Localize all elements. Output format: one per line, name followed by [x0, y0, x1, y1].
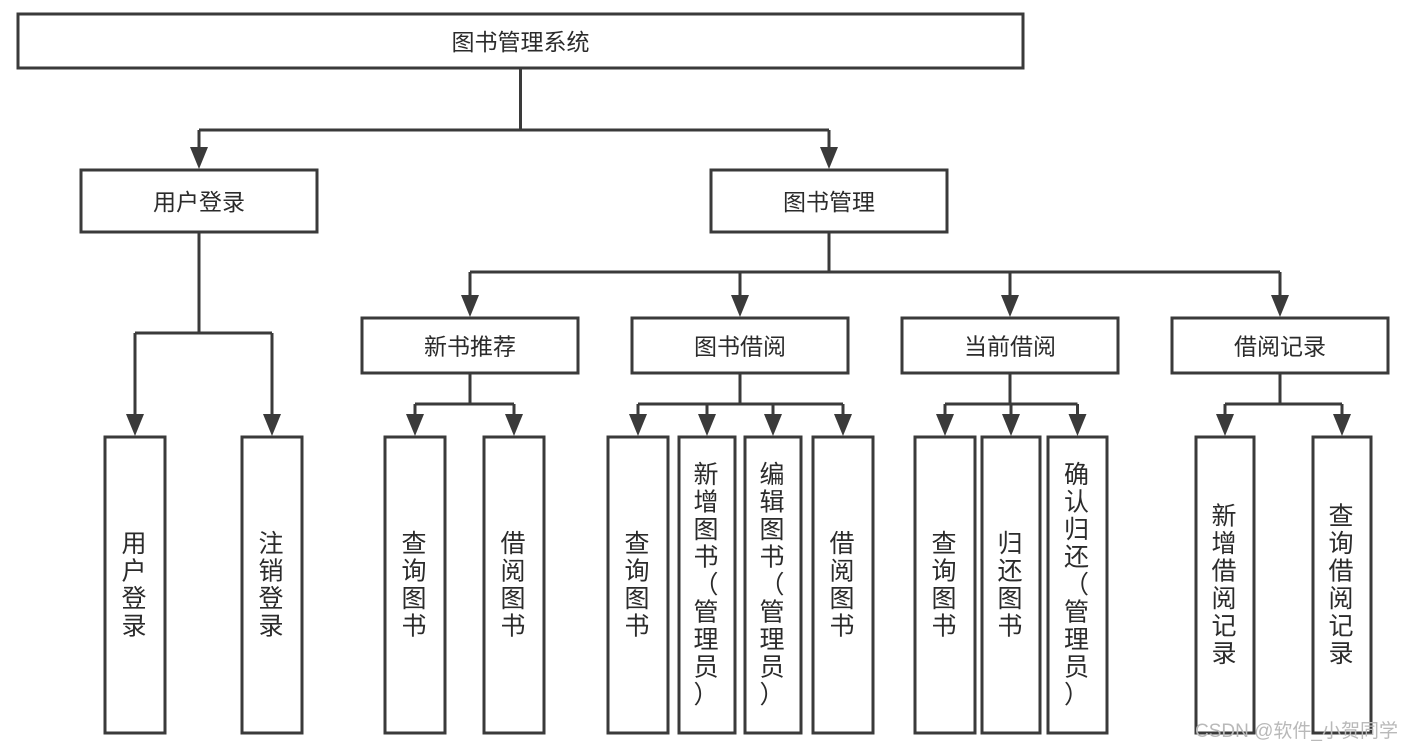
arrow-head-icon — [764, 414, 782, 436]
arrow-head-icon — [820, 147, 838, 169]
node-box[interactable] — [16, 12, 1025, 70]
arrow-head-icon — [1271, 295, 1289, 317]
node-leaf-user-login[interactable]: 用户登录 — [103, 435, 167, 735]
node-box[interactable] — [1194, 435, 1256, 735]
node-label: 新书推荐 — [424, 334, 516, 360]
node-label: 查询借阅记录 — [1328, 502, 1355, 668]
node-layer: 图书管理系统用户登录图书管理新书推荐图书借阅当前借阅借阅记录用户登录注销登录查询… — [16, 12, 1390, 735]
arrow-head-icon — [1002, 414, 1020, 436]
node-label: 借阅记录 — [1234, 334, 1326, 360]
edge-group-root — [190, 68, 838, 169]
node-box[interactable] — [1170, 316, 1390, 375]
node-leaf-borrow-book-rec[interactable]: 借阅图书 — [482, 435, 546, 735]
edge-group-book-borrow — [629, 373, 852, 436]
node-leaf-query-record[interactable]: 查询借阅记录 — [1311, 435, 1373, 735]
node-box[interactable] — [900, 316, 1120, 375]
node-box[interactable] — [743, 435, 803, 735]
node-label: 新增图书（管理员） — [693, 461, 720, 709]
arrow-head-icon — [834, 414, 852, 436]
node-box[interactable] — [482, 435, 546, 735]
node-box[interactable] — [709, 168, 949, 234]
node-label: 归还图书 — [997, 530, 1024, 641]
node-box[interactable] — [360, 316, 580, 375]
node-leaf-return-book[interactable]: 归还图书 — [980, 435, 1042, 735]
edge-group-book-manage — [461, 232, 1289, 317]
node-label: 确认归还（管理员） — [1064, 461, 1091, 709]
node-box[interactable] — [913, 435, 977, 735]
node-label: 查询图书 — [401, 530, 428, 641]
node-label: 查询图书 — [931, 530, 958, 641]
node-box[interactable] — [606, 435, 670, 735]
edge-group-user-login — [126, 232, 281, 436]
arrow-head-icon — [1068, 414, 1087, 436]
edge-layer — [126, 68, 1351, 436]
arrow-head-icon — [1216, 414, 1234, 436]
edge-group-new-book-rec — [406, 373, 523, 436]
node-label: 查询图书 — [624, 530, 651, 641]
node-label: 用户登录 — [121, 530, 148, 641]
node-new-book-rec[interactable]: 新书推荐 — [360, 316, 580, 375]
arrow-head-icon — [731, 295, 749, 317]
node-box[interactable] — [103, 435, 167, 735]
node-book-manage[interactable]: 图书管理 — [709, 168, 949, 234]
arrow-head-icon — [406, 414, 424, 436]
node-leaf-borrow-book[interactable]: 借阅图书 — [811, 435, 875, 735]
node-box[interactable] — [1046, 435, 1109, 735]
arrow-head-icon — [505, 414, 523, 436]
arrow-head-icon — [190, 147, 208, 169]
arrow-head-icon — [126, 414, 144, 436]
node-leaf-query-book-rec[interactable]: 查询图书 — [383, 435, 447, 735]
node-label: 图书管理 — [783, 189, 875, 215]
node-user-login[interactable]: 用户登录 — [79, 168, 319, 234]
node-leaf-confirm-return[interactable]: 确认归还（管理员） — [1046, 435, 1109, 735]
node-borrow-record[interactable]: 借阅记录 — [1170, 316, 1390, 375]
node-label: 编辑图书（管理员） — [759, 461, 786, 709]
arrow-head-icon — [263, 414, 281, 436]
arrow-head-icon — [1333, 414, 1351, 436]
node-box[interactable] — [811, 435, 875, 735]
node-label: 图书管理系统 — [452, 29, 590, 55]
node-box[interactable] — [630, 316, 850, 375]
arrow-head-icon — [629, 414, 647, 436]
node-label: 图书借阅 — [694, 334, 786, 360]
node-box[interactable] — [240, 435, 304, 735]
arrow-head-icon — [1001, 295, 1019, 317]
node-label: 借阅图书 — [829, 530, 856, 641]
node-leaf-edit-book[interactable]: 编辑图书（管理员） — [743, 435, 803, 735]
node-box[interactable] — [677, 435, 737, 735]
node-label: 新增借阅记录 — [1211, 502, 1238, 668]
edge-group-borrow-record — [1216, 373, 1351, 436]
node-box[interactable] — [79, 168, 319, 234]
node-leaf-add-book[interactable]: 新增图书（管理员） — [677, 435, 737, 735]
node-current-borrow[interactable]: 当前借阅 — [900, 316, 1120, 375]
node-leaf-add-record[interactable]: 新增借阅记录 — [1194, 435, 1256, 735]
node-label: 注销登录 — [258, 530, 285, 641]
arrow-head-icon — [698, 414, 716, 436]
node-label: 用户登录 — [153, 189, 245, 215]
arrow-head-icon — [936, 414, 954, 436]
node-leaf-query-book-borrow[interactable]: 查询图书 — [606, 435, 670, 735]
node-book-borrow[interactable]: 图书借阅 — [630, 316, 850, 375]
csdn-watermark: CSDN @软件_小贺同学 — [1195, 720, 1398, 742]
node-leaf-query-book-current[interactable]: 查询图书 — [913, 435, 977, 735]
node-box[interactable] — [383, 435, 447, 735]
node-leaf-logout[interactable]: 注销登录 — [240, 435, 304, 735]
node-root[interactable]: 图书管理系统 — [16, 12, 1025, 70]
arrow-head-icon — [461, 295, 479, 317]
node-label: 当前借阅 — [964, 334, 1056, 360]
node-box[interactable] — [980, 435, 1042, 735]
node-box[interactable] — [1311, 435, 1373, 735]
node-label: 借阅图书 — [500, 530, 527, 641]
edge-group-current-borrow — [936, 373, 1087, 436]
